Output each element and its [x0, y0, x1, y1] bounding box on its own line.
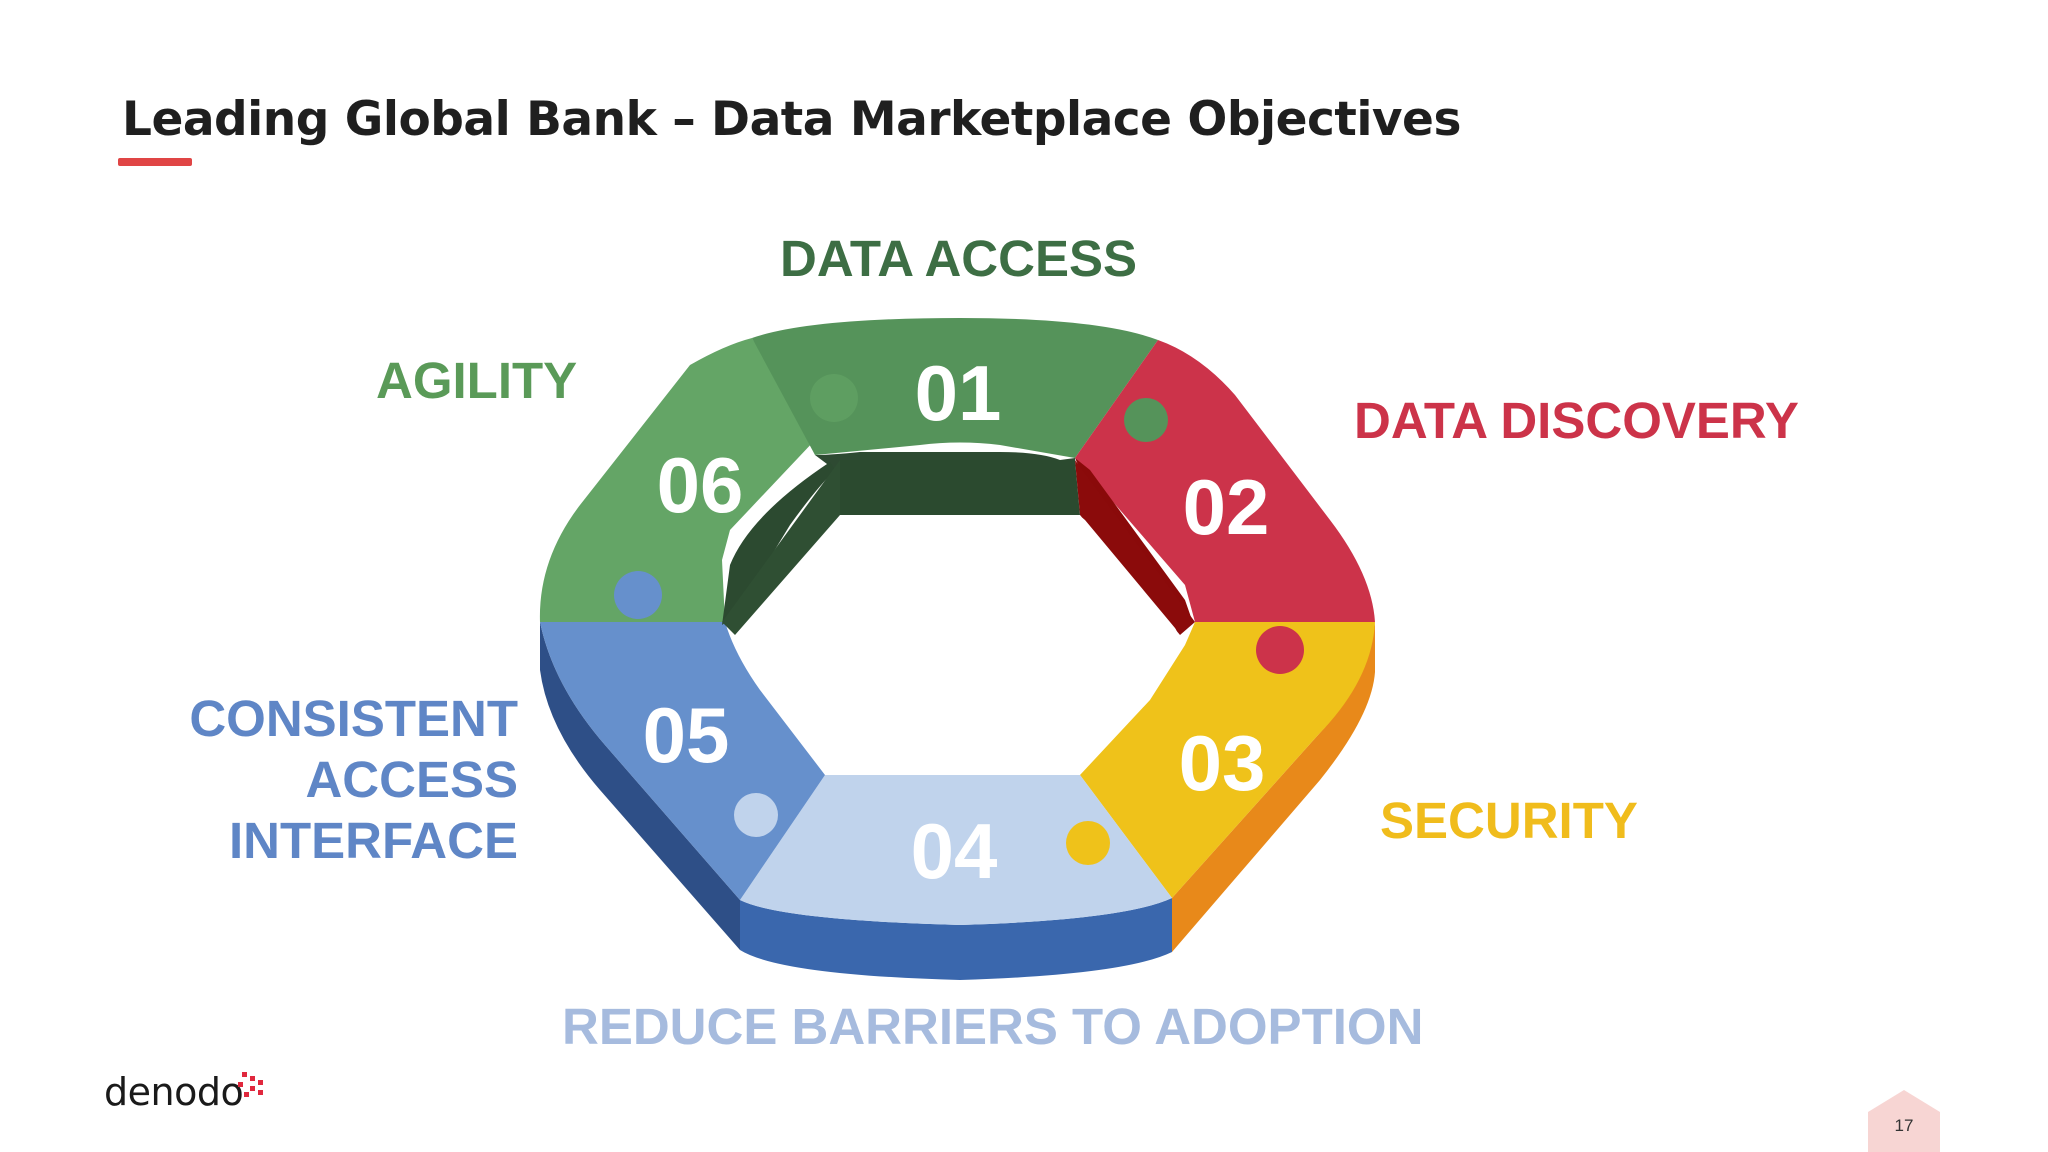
page-number: 17 [1894, 1116, 1914, 1135]
label-consistent-line-2: ACCESS [305, 751, 518, 809]
center-hole-final [737, 515, 1178, 770]
puzzle-tab-06-01 [810, 374, 858, 422]
segment-06 [539, 338, 815, 622]
segment-03 [1080, 622, 1375, 898]
label-security: SECURITY [1380, 792, 1638, 849]
segment-number-04: 04 [911, 807, 998, 895]
title-underline [118, 158, 192, 166]
segment-number-01: 01 [915, 349, 1002, 437]
label-consistent-line-1: CONSISTENT [189, 690, 518, 747]
denodo-logo: denodo [104, 1070, 244, 1114]
label-data-access: DATA ACCESS [780, 230, 1137, 287]
label-consistent-line-3: INTERFACE [228, 812, 518, 870]
denodo-logo-dots-icon [238, 1072, 263, 1097]
side-face-05 [540, 622, 740, 950]
puzzle-tab-03-04 [1066, 821, 1110, 865]
inner-wall-top-left [840, 460, 1080, 515]
puzzle-tab-05-06 [614, 571, 662, 619]
puzzle-tab-01-02 [1124, 398, 1168, 442]
segment-04 [740, 775, 1172, 925]
label-consistent-access-interface: CONSISTENT ACCESS INTERFACE [118, 688, 518, 872]
side-face-04 [740, 898, 1172, 980]
label-data-discovery: DATA DISCOVERY [1354, 392, 1799, 449]
segment-number-06: 06 [657, 441, 744, 529]
puzzle-tab-02-03 [1256, 626, 1304, 674]
segment-number-05: 05 [643, 691, 730, 779]
segment-number-03: 03 [1179, 719, 1266, 807]
segment-number-02: 02 [1183, 463, 1270, 551]
slide-title: Leading Global Bank – Data Marketplace O… [122, 92, 1461, 147]
label-agility: AGILITY [376, 352, 578, 409]
segment-01 [752, 318, 1158, 458]
side-face-03 [1172, 622, 1375, 952]
label-reduce-barriers: REDUCE BARRIERS TO ADOPTION [562, 998, 1424, 1055]
page-number-badge [1868, 1090, 1940, 1152]
puzzle-tab-04-05 [734, 793, 778, 837]
inner-wall-left [722, 460, 840, 635]
inner-wall-right [1075, 460, 1195, 635]
